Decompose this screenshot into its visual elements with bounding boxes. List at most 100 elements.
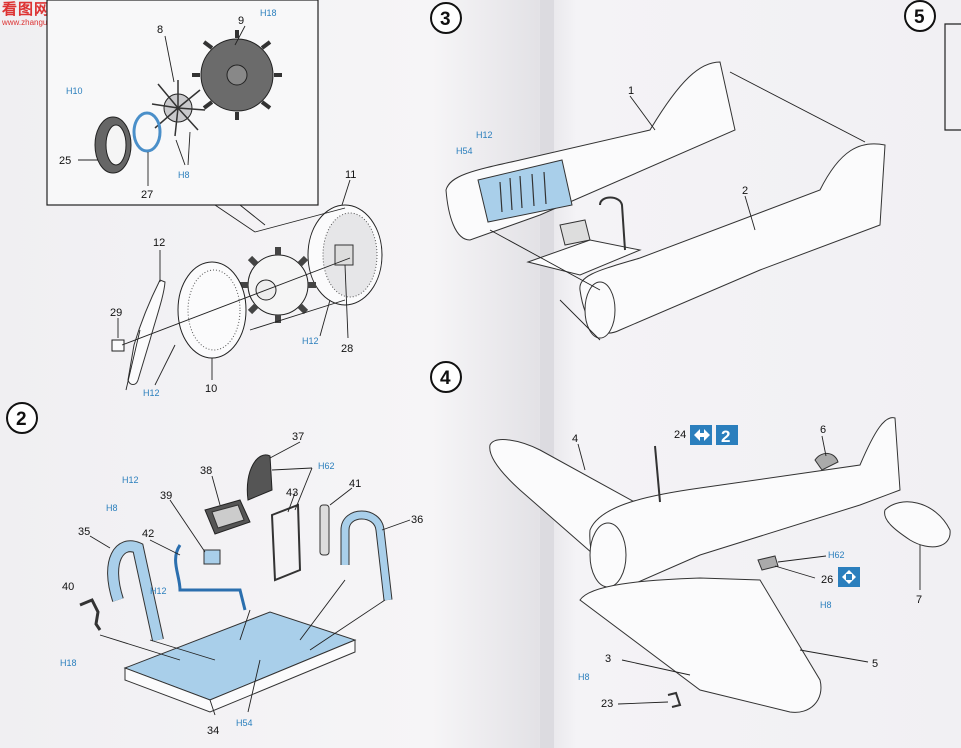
assembly-line <box>121 257 351 346</box>
part-number: 36 <box>411 514 423 526</box>
part-number: 6 <box>820 424 826 436</box>
leader <box>329 487 353 506</box>
watermark: 看图网 www.zhanguo.com <box>2 2 69 28</box>
part-number: 23 <box>601 698 613 710</box>
part-23 <box>667 691 682 708</box>
part-number: 35 <box>78 526 90 538</box>
assembly-line <box>249 299 346 331</box>
part-12-propeller <box>125 279 166 391</box>
part-number: 40 <box>62 581 74 593</box>
part-number: 25 <box>59 155 71 167</box>
assembly-line <box>559 299 601 341</box>
leader <box>164 35 175 83</box>
part-number: 11 <box>345 169 356 181</box>
leader <box>169 499 206 553</box>
part-38-seat-inner <box>211 504 245 529</box>
page-fold <box>540 0 554 748</box>
part-27-ring <box>132 111 162 153</box>
part-41-cylinder <box>319 504 330 556</box>
part-number: 4 <box>572 433 578 445</box>
color-code: H12 <box>143 388 160 398</box>
part-11-cowling <box>307 204 383 306</box>
color-code: H12 <box>302 336 319 346</box>
part-number: 12 <box>153 237 165 249</box>
leader <box>629 95 656 131</box>
leader <box>269 441 301 459</box>
leader <box>744 195 756 231</box>
step-badge-3: 3 <box>430 2 462 34</box>
part-35-bulkhead <box>108 541 163 642</box>
part-40-pedal <box>79 598 102 631</box>
part-number: 10 <box>205 383 217 395</box>
color-code: H12 <box>122 475 139 485</box>
part-number: 38 <box>200 465 212 477</box>
color-code: H8 <box>178 170 190 180</box>
part-number: 24 <box>674 429 686 441</box>
color-code: H62 <box>318 461 335 471</box>
color-code: H54 <box>456 146 473 156</box>
svg-text:5: 5 <box>914 7 925 28</box>
part-7-tailplane <box>884 501 951 548</box>
part-28-shaft <box>334 244 354 266</box>
color-code: H18 <box>60 658 77 668</box>
leader <box>287 492 296 513</box>
color-code: H10 <box>66 86 83 96</box>
leader <box>621 659 691 676</box>
color-code: H12 <box>150 586 167 596</box>
leader <box>344 264 349 339</box>
part-39-box <box>203 549 221 565</box>
color-code: H8 <box>578 672 590 682</box>
part-5-wing-right <box>579 577 822 713</box>
leader <box>774 565 816 579</box>
step5-detail-box <box>944 23 961 131</box>
assembly-line <box>299 579 346 641</box>
part-36-frame <box>341 511 392 601</box>
leader <box>381 519 411 531</box>
assembly-line <box>729 71 866 143</box>
step-badge-2: 2 <box>6 402 38 434</box>
arrow-ref-icon <box>690 425 712 445</box>
leader <box>247 659 261 713</box>
part-2-nose <box>584 281 616 339</box>
leader <box>211 475 221 506</box>
leader <box>319 299 331 337</box>
leader <box>154 344 176 386</box>
part-29-spinner <box>111 339 125 352</box>
assembly-line <box>489 229 601 291</box>
part-number: 29 <box>110 307 122 319</box>
leader <box>617 701 669 705</box>
part-number: 8 <box>157 24 163 36</box>
svg-text:2: 2 <box>721 427 730 446</box>
part-25-inner <box>105 124 127 166</box>
part-number: 1 <box>628 85 634 97</box>
assembly-line <box>149 639 216 661</box>
part-number: 39 <box>160 490 172 502</box>
color-code: H8 <box>820 600 832 610</box>
assembly-line <box>309 599 386 651</box>
part-1-vent-lines <box>499 171 547 213</box>
part-number: 37 <box>292 431 304 443</box>
part-number: 5 <box>872 658 878 670</box>
assembly-line <box>239 609 251 641</box>
part-number: 27 <box>141 189 153 201</box>
svg-text:4: 4 <box>440 368 451 389</box>
leader <box>149 539 181 556</box>
callout-line <box>214 204 256 233</box>
part-number: 7 <box>916 594 922 606</box>
step-ref-2: 2 <box>716 425 738 446</box>
leader <box>209 699 216 716</box>
leader <box>294 467 313 511</box>
fuselage-nose <box>589 522 627 588</box>
step-badge-4: 4 <box>430 361 462 393</box>
cockpit-seat <box>559 219 591 246</box>
leader <box>89 535 111 549</box>
part-8-exhaust-collector <box>151 80 206 137</box>
svg-text:2: 2 <box>16 409 27 430</box>
color-code: H12 <box>476 130 493 140</box>
part-number: 26 <box>821 574 833 586</box>
part-number: 9 <box>238 15 244 27</box>
leader <box>799 649 869 663</box>
leader <box>577 443 586 471</box>
callout-line <box>239 204 266 226</box>
